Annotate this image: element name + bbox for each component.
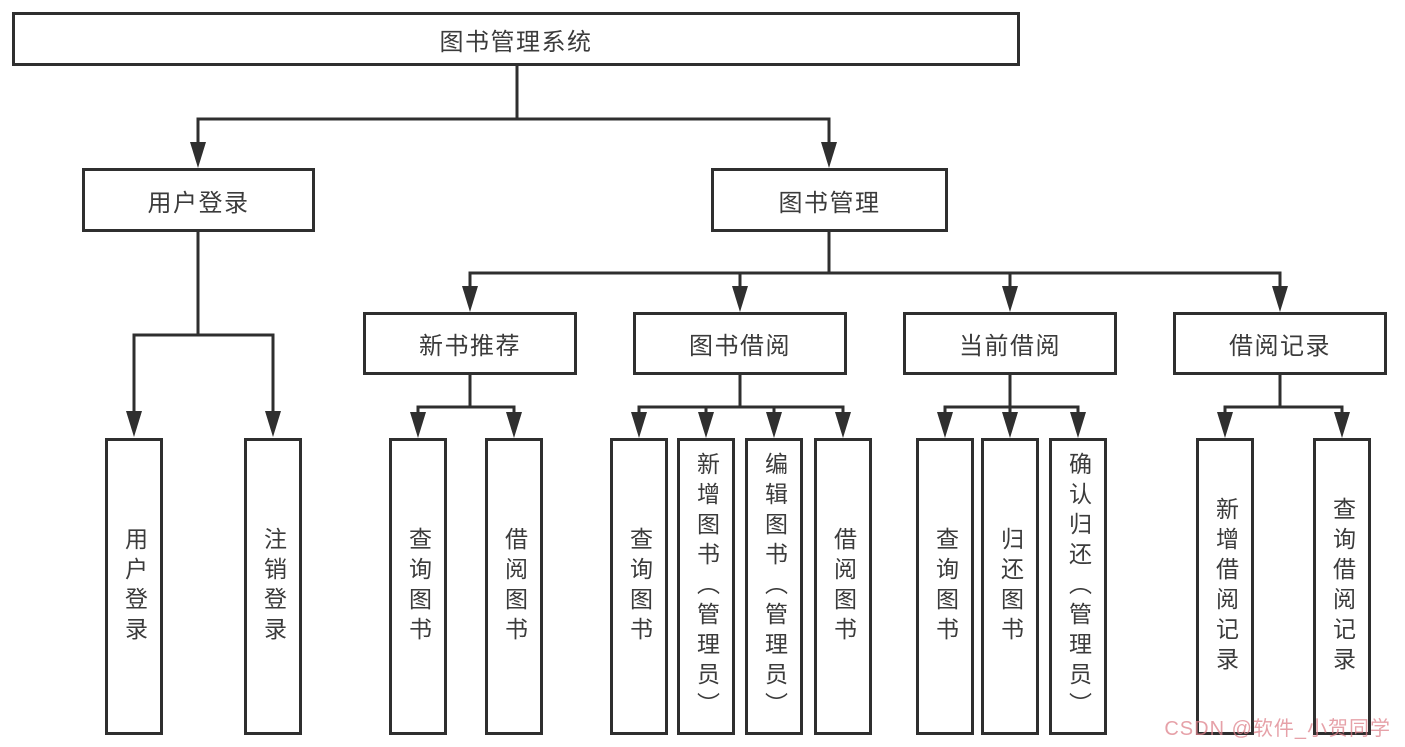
leaf-current-confirm: 确认归还（管理员）: [1049, 438, 1107, 735]
node-book-mgmt-label: 图书管理: [778, 189, 881, 217]
leaf-borrow-query-label: 查询图书: [626, 526, 653, 647]
edge-book-mgmt-split: [468, 230, 1282, 292]
arrowhead-icon: [1002, 412, 1018, 438]
arrowhead-icon: [937, 412, 953, 438]
leaf-logout-label: 注销登录: [260, 526, 287, 647]
arrowhead-icon: [410, 412, 426, 438]
node-borrow-record-label: 借阅记录: [1229, 333, 1331, 360]
arrowhead-icon: [1002, 286, 1018, 312]
arrowhead-icon: [265, 411, 281, 437]
leaf-borrow-add: 新增图书（管理员）: [677, 438, 735, 735]
arrowhead-icon: [462, 286, 478, 312]
leaf-user-login: 用户登录: [105, 438, 163, 735]
watermark: CSDN @软件_小贺同学: [1164, 718, 1391, 740]
edge-borrow-record-split: [1223, 373, 1344, 418]
arrowhead-icon: [126, 411, 142, 437]
node-root: 图书管理系统: [12, 12, 1020, 66]
leaf-logout: 注销登录: [244, 438, 302, 735]
leaf-record-add: 新增借阅记录: [1196, 438, 1254, 735]
edge-current-borrow-split: [943, 373, 1080, 418]
leaf-borrow-borrow: 借阅图书: [814, 438, 872, 735]
arrowhead-icon: [698, 412, 714, 438]
edge-user-login-split: [132, 230, 275, 416]
arrowhead-icon: [1334, 412, 1350, 438]
arrowhead-icon: [506, 412, 522, 438]
leaf-record-query-label: 查询借阅记录: [1329, 496, 1356, 677]
arrowhead-icon: [835, 412, 851, 438]
node-new-book: 新书推荐: [363, 312, 577, 375]
arrowhead-icon: [631, 412, 647, 438]
leaf-borrow-borrow-label: 借阅图书: [830, 526, 857, 647]
node-current-borrow: 当前借阅: [903, 312, 1117, 375]
edge-new-book-split: [416, 373, 516, 418]
arrowhead-icon: [1217, 412, 1233, 438]
leaf-current-query: 查询图书: [916, 438, 974, 735]
node-new-book-label: 新书推荐: [419, 333, 521, 360]
leaf-current-query-label: 查询图书: [932, 526, 959, 647]
leaf-new-book-query: 查询图书: [389, 438, 447, 735]
leaf-record-query: 查询借阅记录: [1313, 438, 1371, 735]
leaf-current-confirm-label: 确认归还（管理员）: [1065, 451, 1092, 722]
leaf-record-add-label: 新增借阅记录: [1212, 496, 1239, 677]
node-book-mgmt: 图书管理: [711, 168, 948, 232]
arrowhead-icon: [732, 286, 748, 312]
arrowhead-icon: [190, 142, 206, 168]
node-current-borrow-label: 当前借阅: [959, 333, 1061, 360]
leaf-current-return: 归还图书: [981, 438, 1039, 735]
node-user-login-label: 用户登录: [147, 189, 250, 217]
node-root-label: 图书管理系统: [439, 28, 593, 56]
node-book-borrow-label: 图书借阅: [689, 333, 791, 360]
leaf-user-login-label: 用户登录: [121, 526, 148, 647]
leaf-borrow-edit-label: 编辑图书（管理员）: [761, 451, 788, 722]
leaf-borrow-query: 查询图书: [610, 438, 668, 735]
edge-book-borrow-split: [637, 373, 845, 418]
arrowhead-icon: [766, 412, 782, 438]
edge-root-split: [196, 64, 831, 148]
node-book-borrow: 图书借阅: [633, 312, 847, 375]
leaf-new-book-query-label: 查询图书: [405, 526, 432, 647]
node-borrow-record: 借阅记录: [1173, 312, 1387, 375]
arrowhead-icon: [1070, 412, 1086, 438]
leaf-current-return-label: 归还图书: [997, 526, 1024, 647]
node-user-login: 用户登录: [82, 168, 315, 232]
leaf-borrow-add-label: 新增图书（管理员）: [693, 451, 720, 722]
leaf-new-book-borrow: 借阅图书: [485, 438, 543, 735]
arrowhead-icon: [1272, 286, 1288, 312]
leaf-new-book-borrow-label: 借阅图书: [501, 526, 528, 647]
arrowhead-icon: [821, 142, 837, 168]
leaf-borrow-edit: 编辑图书（管理员）: [745, 438, 803, 735]
